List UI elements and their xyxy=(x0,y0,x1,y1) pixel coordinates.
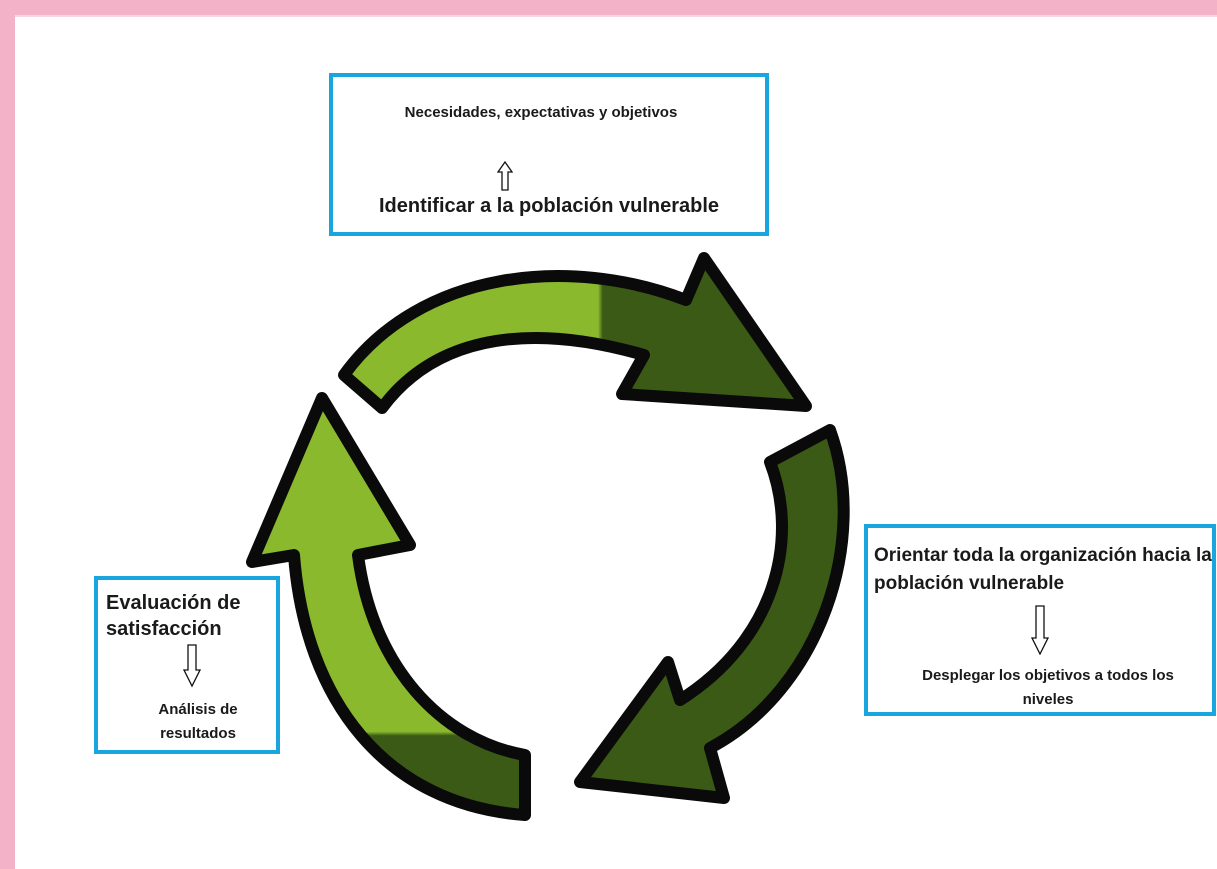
down-arrow-icon xyxy=(1031,605,1049,655)
up-arrow-icon xyxy=(497,161,513,191)
left-step-subtitle: Análisis de resultados xyxy=(158,701,238,742)
frame-left-border xyxy=(0,0,15,869)
left-step-title: Evaluación de satisfacción xyxy=(106,592,241,640)
cycle-arrow-top xyxy=(338,252,812,414)
right-step-subtitle: Desplegar los objetivos a todos los nive… xyxy=(922,667,1174,708)
frame-top-border xyxy=(0,0,1217,15)
cycle-arrow-left xyxy=(246,392,531,821)
right-step-title: Orientar toda la organización hacia la p… xyxy=(874,545,1212,594)
top-step-title: Identificar a la población vulnerable xyxy=(378,195,720,217)
top-step-subtitle: Necesidades, expectativas y objetivos xyxy=(404,104,678,121)
right-step-box: Orientar toda la organización hacia la p… xyxy=(864,524,1216,716)
frame-top-inner-border xyxy=(15,15,1217,17)
down-arrow-icon xyxy=(183,644,201,688)
cycle-arrow-right xyxy=(574,424,850,804)
top-step-box: Necesidades, expectativas y objetivos Id… xyxy=(329,73,769,236)
left-step-box: Evaluación de satisfacción Análisis de r… xyxy=(94,576,280,754)
